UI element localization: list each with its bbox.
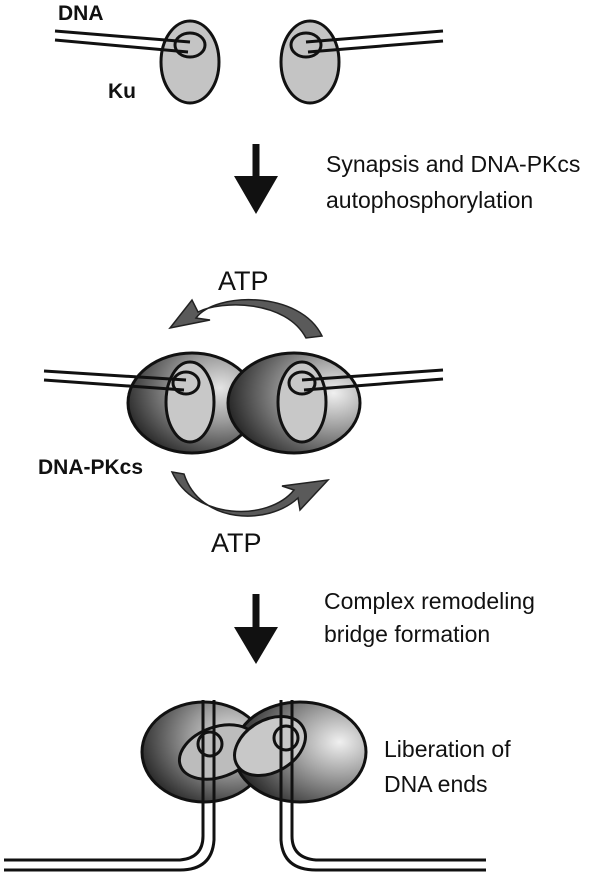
ku-left-ring [173, 31, 207, 59]
ku-right-bound-ring [287, 370, 317, 396]
ku-right-bound [276, 360, 328, 444]
ku-left-bound-ring [171, 370, 201, 396]
ku-right-ring [289, 31, 323, 59]
stage-3-liberation: Liberation of DNA ends [4, 700, 511, 872]
atp-bottom-arrow [170, 471, 330, 517]
step3-line2: DNA ends [384, 771, 488, 797]
stage-2-synapsis: ATP DNA-PKcs ATP [38, 266, 444, 558]
arrow-1 [234, 144, 278, 214]
atp-top-label: ATP [218, 266, 269, 296]
ku-bridge-right-ring [272, 724, 300, 752]
ku-bridge-left-ring [196, 730, 224, 758]
step1-line2: autophosphorylation [326, 187, 533, 213]
step3-line1: Liberation of [384, 736, 511, 762]
step2-line1: Complex remodeling [324, 588, 535, 614]
dna-liberated [4, 700, 486, 872]
arrow-2 [234, 594, 278, 664]
dna-right [305, 29, 444, 54]
ku-bridge-right [233, 715, 307, 777]
step1-line1: Synapsis and DNA-PKcs [326, 151, 580, 177]
atp-bottom-label: ATP [211, 528, 262, 558]
dna-pkcs-label: DNA-PKcs [38, 456, 143, 479]
step2-line2: bridge formation [324, 621, 490, 647]
dna-left [54, 29, 191, 54]
atp-top-arrow [168, 298, 324, 339]
ku-label: Ku [108, 80, 136, 103]
ku-left-bound [164, 360, 216, 444]
dna-label: DNA [58, 2, 104, 25]
dna-synapsis [43, 368, 444, 392]
stage-1-ku-dna: DNA Ku [54, 2, 444, 105]
